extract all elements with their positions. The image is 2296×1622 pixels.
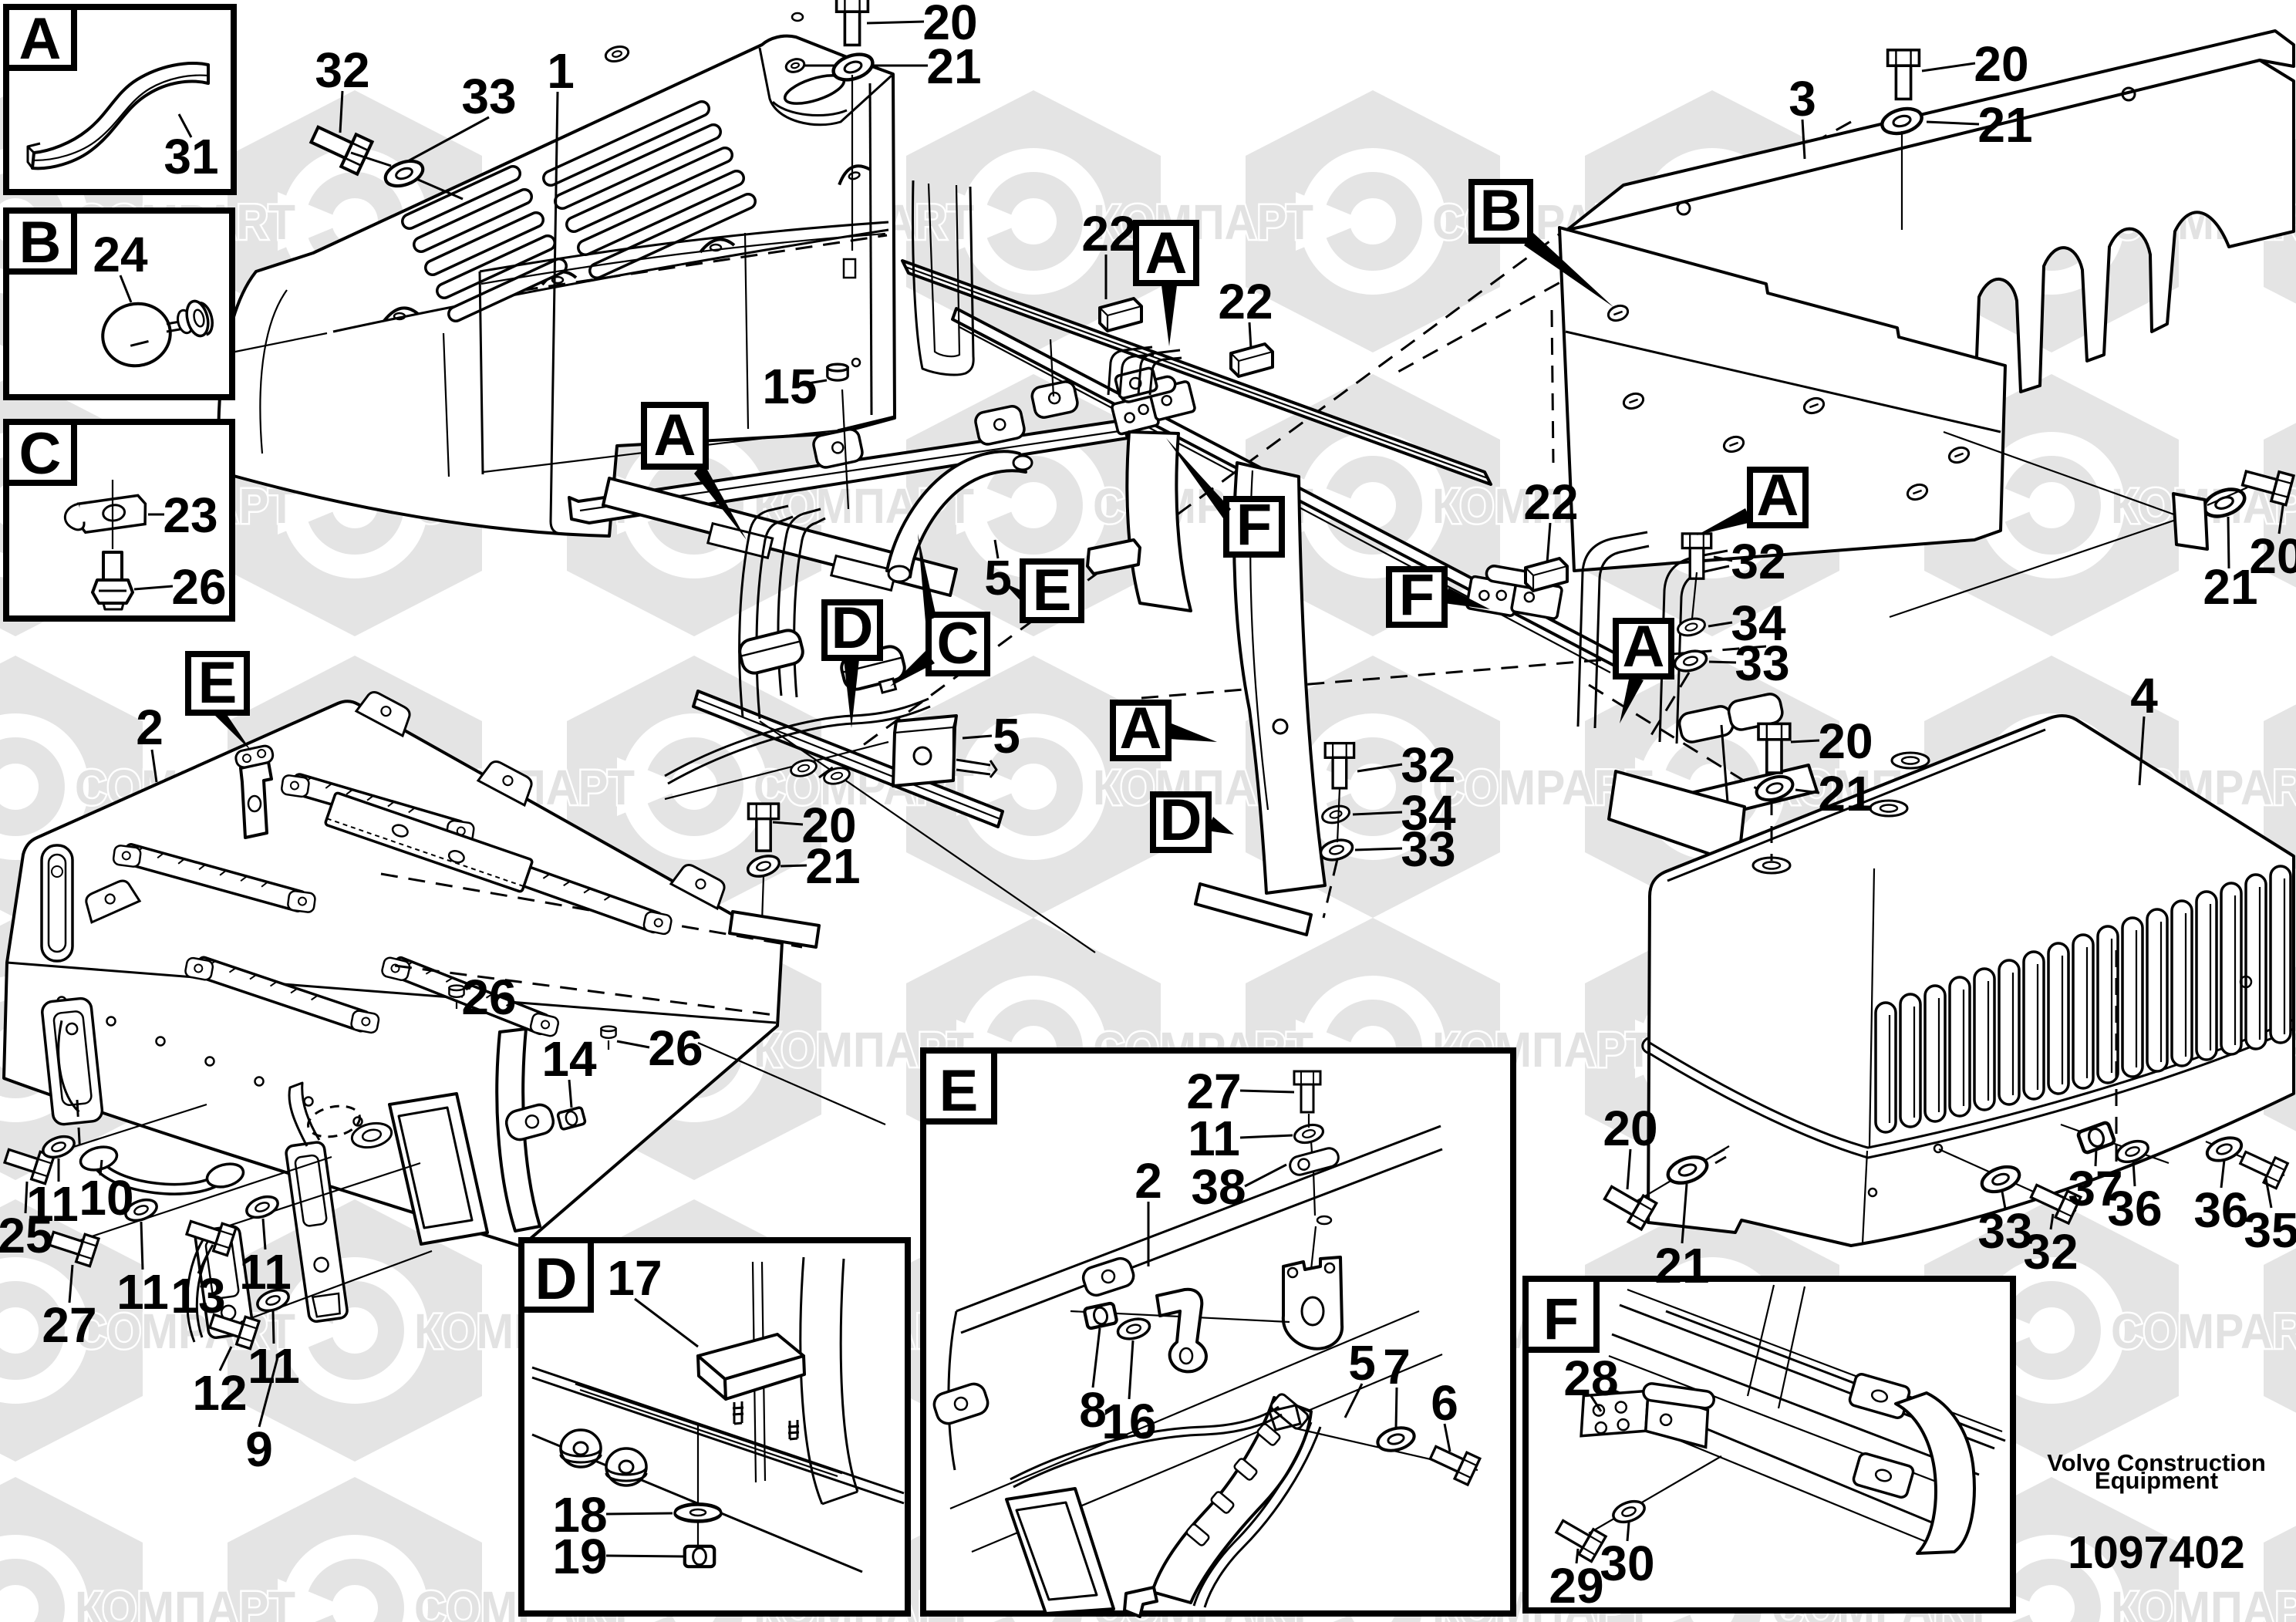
svg-text:29: 29 — [1549, 1558, 1603, 1614]
svg-text:38: 38 — [1191, 1159, 1246, 1215]
svg-text:COMPART: COMPART — [75, 1303, 295, 1359]
svg-text:2: 2 — [136, 700, 164, 755]
svg-text:36: 36 — [2107, 1181, 2162, 1236]
svg-text:33: 33 — [461, 69, 516, 124]
svg-text:33: 33 — [1401, 821, 1455, 877]
svg-text:A: A — [1120, 696, 1162, 761]
svg-text:14: 14 — [541, 1031, 597, 1087]
svg-text:5: 5 — [993, 708, 1020, 764]
svg-text:9: 9 — [245, 1421, 273, 1477]
svg-text:11: 11 — [26, 1176, 79, 1232]
svg-text:33: 33 — [1735, 636, 1789, 691]
svg-text:22: 22 — [1218, 274, 1273, 329]
svg-text:27: 27 — [1186, 1064, 1241, 1119]
svg-text:КОМПАРТ: КОМПАРТ — [1093, 194, 1313, 250]
svg-text:A: A — [1145, 221, 1188, 286]
svg-text:22: 22 — [1081, 206, 1136, 261]
svg-text:Equipment: Equipment — [2095, 1467, 2218, 1494]
svg-text:F: F — [1399, 562, 1435, 628]
svg-text:8: 8 — [1079, 1382, 1107, 1438]
svg-text:35: 35 — [2244, 1202, 2296, 1258]
svg-text:21: 21 — [1654, 1238, 1709, 1293]
svg-text:E: E — [198, 650, 238, 716]
svg-text:11: 11 — [248, 1338, 300, 1394]
svg-text:КОМПАРТ: КОМПАРТ — [2111, 1581, 2296, 1622]
svg-text:A: A — [1623, 614, 1665, 679]
svg-text:F: F — [1543, 1286, 1579, 1352]
svg-text:21: 21 — [1977, 97, 2032, 153]
svg-text:20: 20 — [1818, 713, 1873, 769]
svg-text:11: 11 — [116, 1264, 169, 1320]
svg-text:32: 32 — [1401, 737, 1455, 793]
svg-text:A: A — [19, 6, 62, 72]
svg-text:6: 6 — [1431, 1375, 1458, 1431]
svg-text:33: 33 — [1977, 1203, 2032, 1259]
svg-text:F: F — [1236, 492, 1272, 558]
svg-text:11: 11 — [1188, 1111, 1240, 1166]
svg-text:15: 15 — [762, 359, 817, 414]
svg-text:20: 20 — [1974, 36, 2028, 92]
svg-text:1: 1 — [547, 43, 575, 99]
svg-text:22: 22 — [1523, 474, 1578, 530]
svg-text:E: E — [1033, 558, 1072, 623]
svg-text:34: 34 — [1731, 595, 1786, 651]
svg-text:C: C — [937, 611, 979, 676]
svg-text:A: A — [654, 403, 696, 468]
svg-text:19: 19 — [552, 1529, 607, 1584]
svg-text:2: 2 — [1135, 1153, 1162, 1209]
svg-text:КОМПАРТ: КОМПАРТ — [75, 1581, 295, 1622]
svg-text:32: 32 — [315, 42, 369, 98]
svg-text:26: 26 — [648, 1020, 703, 1076]
svg-text:37: 37 — [2068, 1161, 2122, 1216]
svg-text:D: D — [535, 1246, 578, 1312]
svg-text:32: 32 — [1731, 534, 1785, 589]
svg-text:23: 23 — [163, 487, 217, 543]
svg-text:21: 21 — [2203, 559, 2257, 615]
svg-text:12: 12 — [192, 1365, 247, 1421]
svg-text:3: 3 — [1789, 71, 1816, 126]
svg-text:20: 20 — [922, 0, 977, 50]
svg-text:10: 10 — [79, 1170, 133, 1226]
svg-text:25: 25 — [0, 1208, 53, 1263]
svg-text:D: D — [1160, 787, 1202, 853]
svg-text:26: 26 — [171, 559, 226, 615]
svg-text:24: 24 — [93, 227, 148, 282]
svg-text:C: C — [19, 421, 62, 487]
svg-text:7: 7 — [1383, 1339, 1411, 1394]
svg-text:21: 21 — [1818, 766, 1873, 821]
svg-text:20: 20 — [1603, 1101, 1657, 1156]
svg-text:21: 21 — [805, 838, 860, 894]
svg-text:17: 17 — [607, 1250, 662, 1306]
svg-text:16: 16 — [1101, 1394, 1156, 1449]
svg-text:5: 5 — [1348, 1335, 1376, 1391]
svg-text:B: B — [1480, 178, 1522, 244]
svg-text:B: B — [19, 210, 62, 275]
svg-text:26: 26 — [461, 969, 516, 1025]
svg-text:D: D — [831, 595, 874, 661]
svg-text:32: 32 — [2023, 1224, 2078, 1280]
svg-text:5: 5 — [984, 550, 1012, 605]
svg-text:34: 34 — [1401, 785, 1456, 841]
svg-text:18: 18 — [552, 1487, 607, 1543]
svg-text:21: 21 — [926, 39, 981, 94]
svg-text:A: A — [1757, 463, 1799, 528]
svg-text:20: 20 — [2249, 528, 2296, 584]
svg-text:31: 31 — [164, 129, 218, 184]
svg-text:27: 27 — [42, 1297, 96, 1353]
svg-text:Volvo Construction: Volvo Construction — [2047, 1449, 2266, 1476]
svg-text:13: 13 — [170, 1268, 225, 1324]
svg-text:COMPART: COMPART — [2111, 1303, 2296, 1359]
svg-text:36: 36 — [2193, 1182, 2248, 1238]
svg-text:E: E — [939, 1058, 979, 1124]
svg-text:4: 4 — [2130, 668, 2158, 723]
svg-text:11: 11 — [239, 1244, 292, 1300]
svg-text:30: 30 — [1600, 1536, 1654, 1591]
svg-text:20: 20 — [801, 798, 856, 853]
svg-text:1097402: 1097402 — [2068, 1527, 2245, 1578]
